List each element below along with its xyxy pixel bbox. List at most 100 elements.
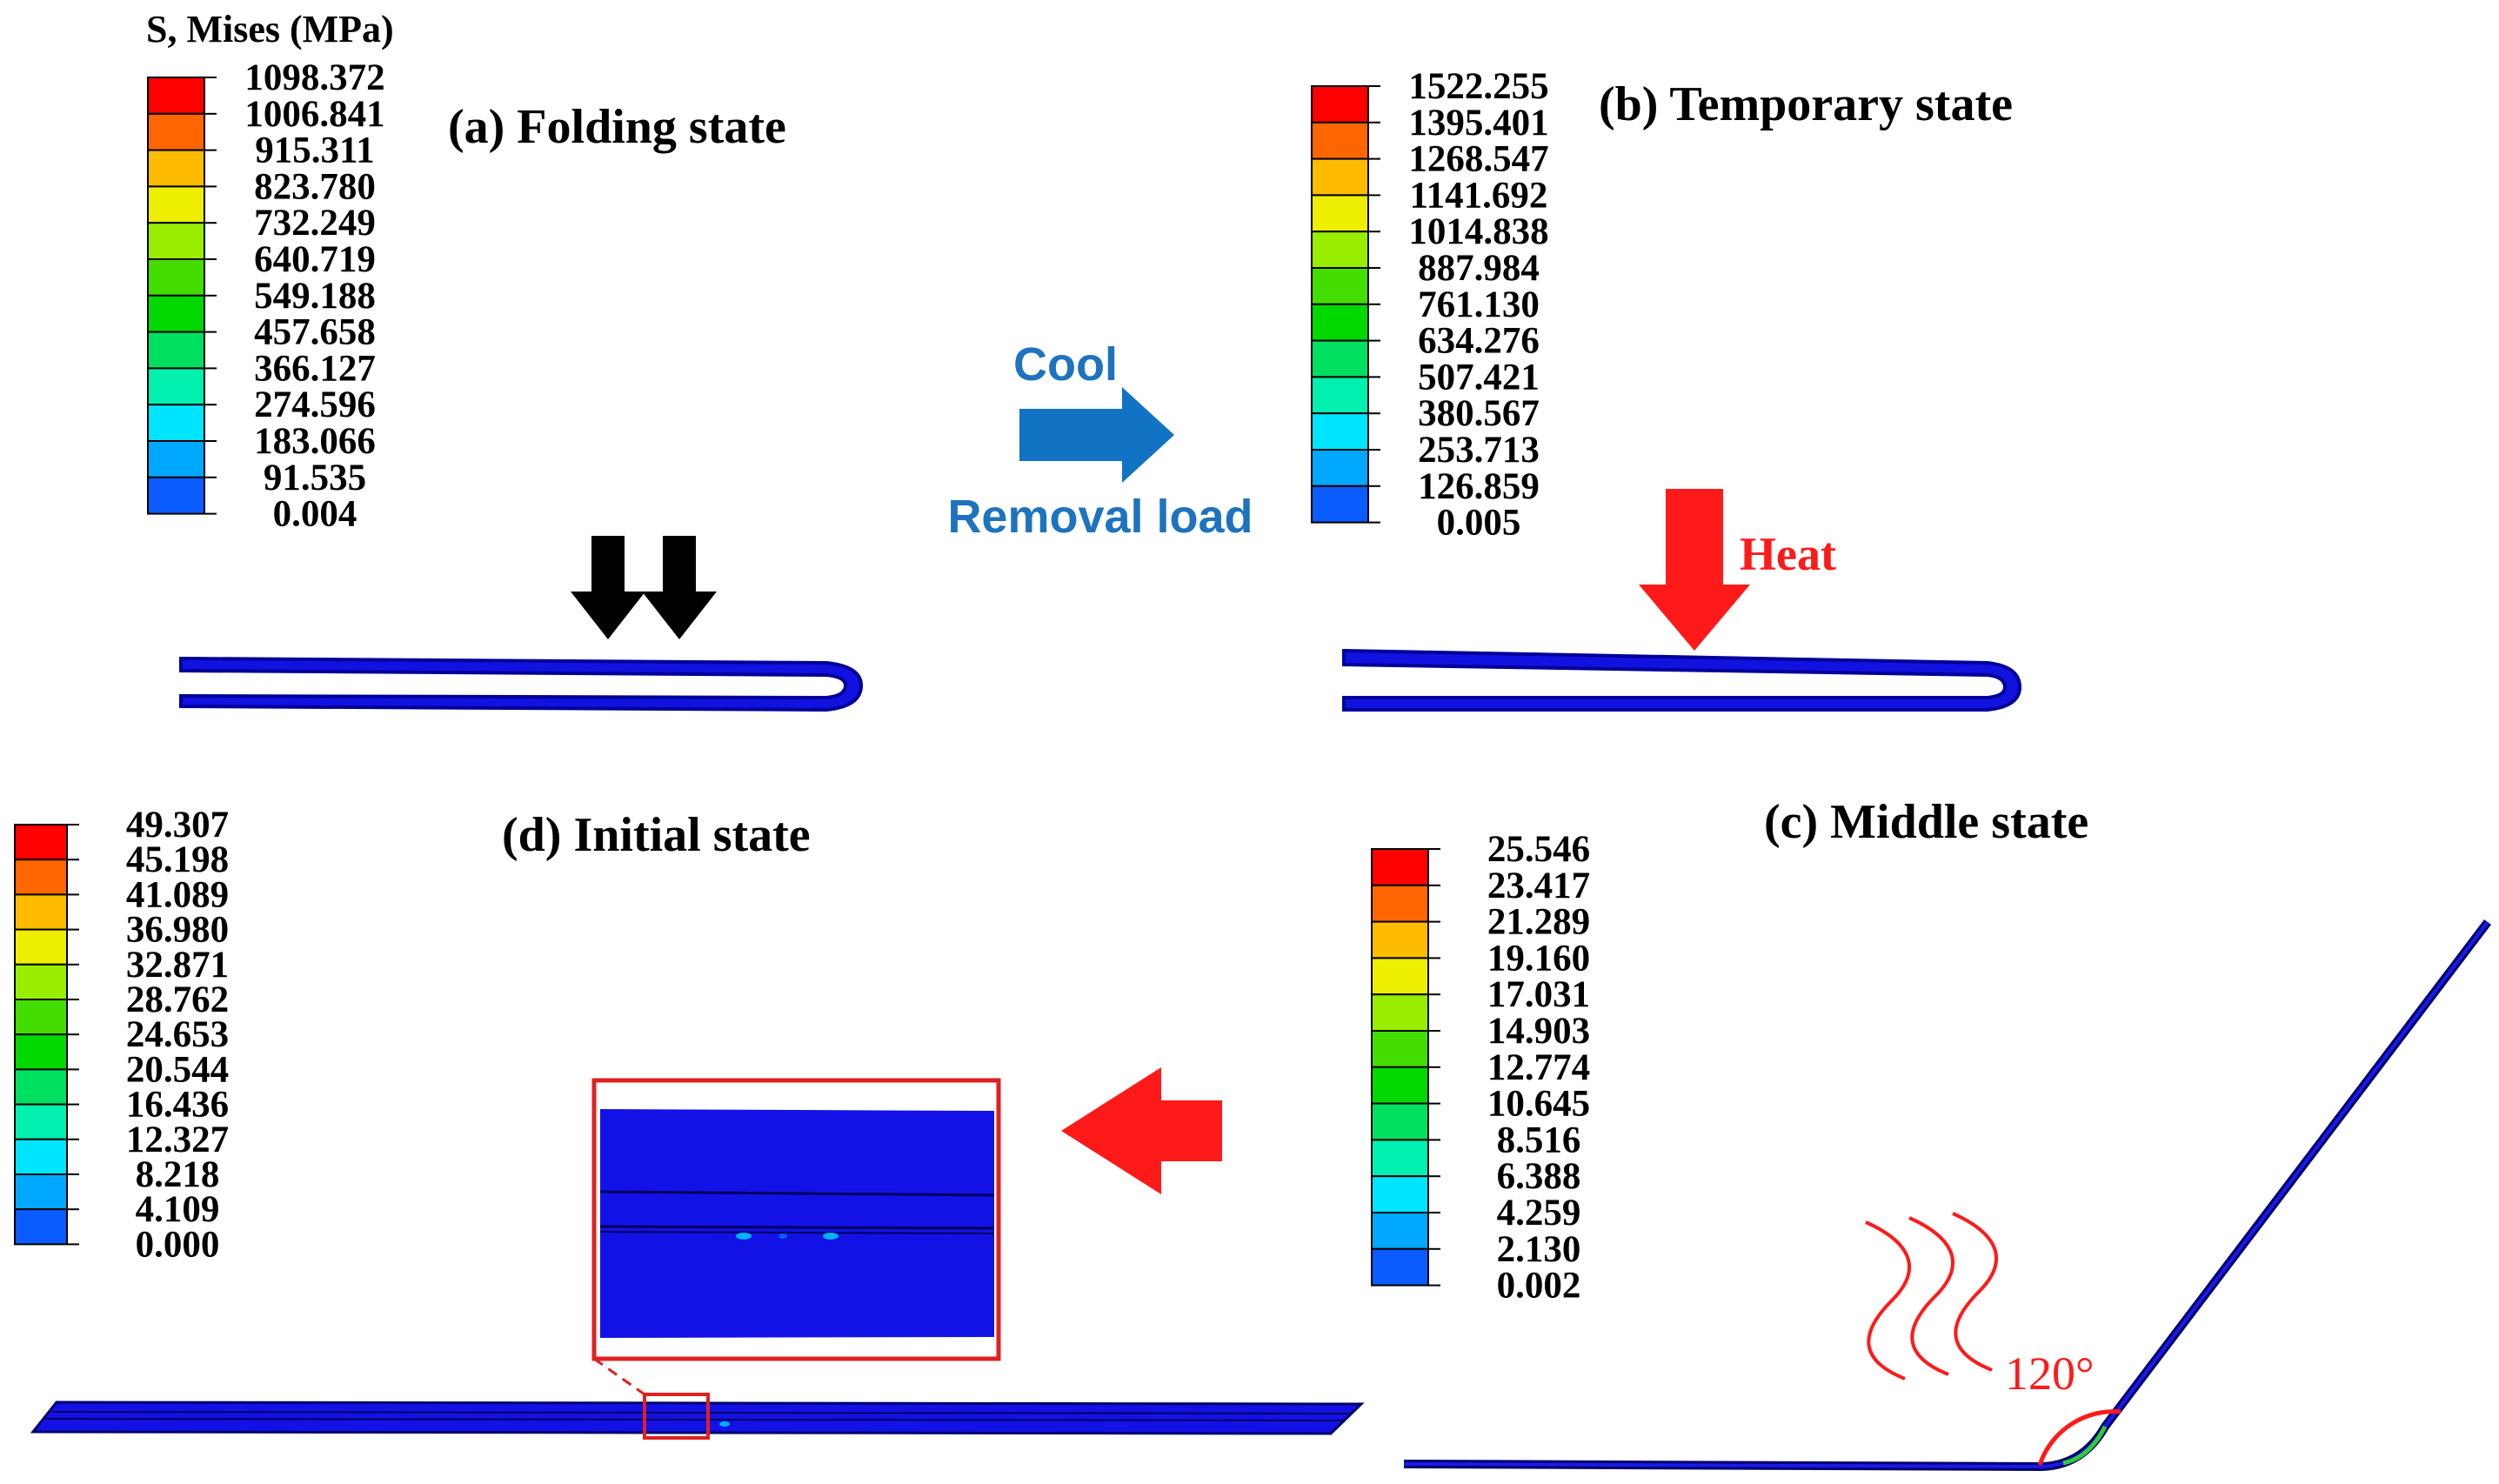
legend-swatch — [14, 999, 68, 1036]
legend-value: 915.311 — [255, 130, 374, 171]
legend-value: 1522.255 — [1408, 66, 1548, 107]
legend-value: 634.276 — [1418, 321, 1540, 362]
legend-swatch — [1371, 1030, 1429, 1068]
legend-swatch — [1311, 485, 1369, 524]
push-arrows — [571, 536, 717, 639]
legend-swatch — [14, 859, 68, 896]
legend-value: 2.130 — [1497, 1229, 1581, 1270]
legend-value: 183.066 — [254, 421, 376, 462]
angle-arc — [2037, 1409, 2121, 1466]
legend-swatch — [14, 928, 68, 966]
legend-value: 21.289 — [1487, 902, 1590, 943]
legend-swatch — [14, 1208, 68, 1246]
legend-swatch — [14, 1033, 68, 1071]
legend-value: 41.089 — [126, 874, 229, 915]
arrow-cd — [1061, 1067, 1222, 1194]
legend-swatch — [1311, 85, 1369, 124]
legend-value: 457.658 — [254, 312, 376, 353]
zoom-inset — [591, 1078, 1001, 1361]
legend-swatch — [1371, 1247, 1429, 1287]
legend-value: 732.249 — [254, 203, 376, 244]
legend-value: 640.719 — [254, 239, 376, 280]
legend-swatch — [1371, 884, 1429, 923]
legend-swatch — [147, 185, 205, 224]
legend-b: 1522.2551395.4011268.5471141.6921014.838… — [1311, 66, 1549, 544]
legend-swatch — [1311, 339, 1369, 378]
legend-swatch — [1311, 121, 1369, 160]
legend-swatch — [1311, 303, 1369, 342]
legend-swatch — [14, 893, 68, 931]
flat-plate — [30, 1400, 1365, 1435]
legend-value: 45.198 — [126, 839, 229, 880]
panel-d: 49.30745.19841.08936.98032.87128.76224.6… — [14, 805, 1365, 1440]
legend-swatch — [14, 963, 68, 1001]
legend-value: 91.535 — [264, 458, 366, 498]
removal-load-label: Removal load — [947, 491, 1253, 543]
legend-swatch — [14, 1138, 68, 1176]
legend-value: 0.002 — [1497, 1266, 1581, 1307]
panel-b-title: (b) Temporary state — [1599, 77, 2013, 131]
legend-value: 12.327 — [126, 1120, 229, 1160]
legend-swatch — [1371, 1102, 1429, 1141]
transition-ab: Cool Removal load — [947, 338, 1253, 543]
legend-value: 8.516 — [1497, 1120, 1581, 1160]
legend-swatch — [1311, 376, 1369, 415]
legend-value: 12.774 — [1487, 1047, 1590, 1088]
panel-d-title: (d) Initial state — [502, 808, 811, 862]
cool-label: Cool — [1013, 338, 1118, 391]
legend-value: 549.188 — [254, 276, 376, 317]
legend-value: 19.160 — [1487, 938, 1590, 979]
legend-value: 16.436 — [126, 1085, 229, 1126]
legend-value: 1014.838 — [1408, 211, 1548, 252]
legend-value: 8.218 — [136, 1154, 220, 1195]
legend-value: 1098.372 — [244, 57, 384, 98]
push-arrow-left — [571, 536, 645, 639]
legend-value: 1006.841 — [244, 94, 384, 135]
legend-swatch — [1371, 848, 1429, 886]
legend-swatch — [147, 294, 205, 333]
legend-value: 17.031 — [1487, 974, 1590, 1015]
legend-value: 4.109 — [136, 1189, 220, 1230]
legend-value: 253.713 — [1418, 430, 1540, 471]
legend-swatch — [1371, 1175, 1429, 1213]
bend-stress-mark — [2062, 1425, 2108, 1466]
legend-swatch — [14, 824, 68, 861]
legend-swatch — [1311, 412, 1369, 451]
legend-swatch — [147, 367, 205, 406]
legend-value: 24.653 — [126, 1014, 229, 1055]
legend-value: 4.259 — [1497, 1193, 1581, 1233]
legend-a: 1098.3721006.841915.311823.780732.249640… — [147, 57, 385, 535]
legend-swatch — [14, 1173, 68, 1211]
legend-swatch — [14, 1068, 68, 1106]
legend-value: 0.000 — [136, 1224, 220, 1265]
legend-swatch — [1371, 993, 1429, 1032]
legend-swatch — [147, 149, 205, 188]
legend-value: 23.417 — [1487, 866, 1590, 906]
legend-d: 49.30745.19841.08936.98032.87128.76224.6… — [14, 805, 229, 1265]
panel-a-title: (a) Folding state — [448, 100, 786, 154]
legend-value: 32.871 — [126, 945, 229, 986]
legend-value: 887.984 — [1418, 248, 1540, 289]
legend-value: 274.596 — [254, 384, 376, 425]
legend-value: 28.762 — [126, 979, 229, 1020]
legend-value: 10.645 — [1487, 1084, 1590, 1125]
panel-a: S, Mises (MPa) 1098.3721006.841915.31182… — [146, 8, 864, 712]
legend-swatch — [1371, 1212, 1429, 1250]
legend-value: 823.780 — [254, 166, 376, 207]
legend-value: 380.567 — [1418, 393, 1540, 434]
legend-swatch — [14, 1103, 68, 1140]
legend-value: 761.130 — [1418, 284, 1540, 325]
heat-label: Heat — [1740, 528, 1836, 580]
legend-swatch — [1371, 920, 1429, 959]
legend-swatch — [1311, 231, 1369, 270]
legend-swatch — [147, 222, 205, 261]
legend-swatch — [1311, 157, 1369, 197]
angle-label: 120° — [2005, 1347, 2095, 1400]
legend-value: 49.307 — [126, 805, 229, 846]
legend-value: 20.544 — [126, 1049, 229, 1090]
folded-plate-b — [1342, 648, 2022, 712]
zoom-region-box — [643, 1393, 710, 1440]
legend-value: 1268.547 — [1408, 139, 1548, 180]
panel-b: 1522.2551395.4011268.5471141.6921014.838… — [1311, 66, 2022, 712]
